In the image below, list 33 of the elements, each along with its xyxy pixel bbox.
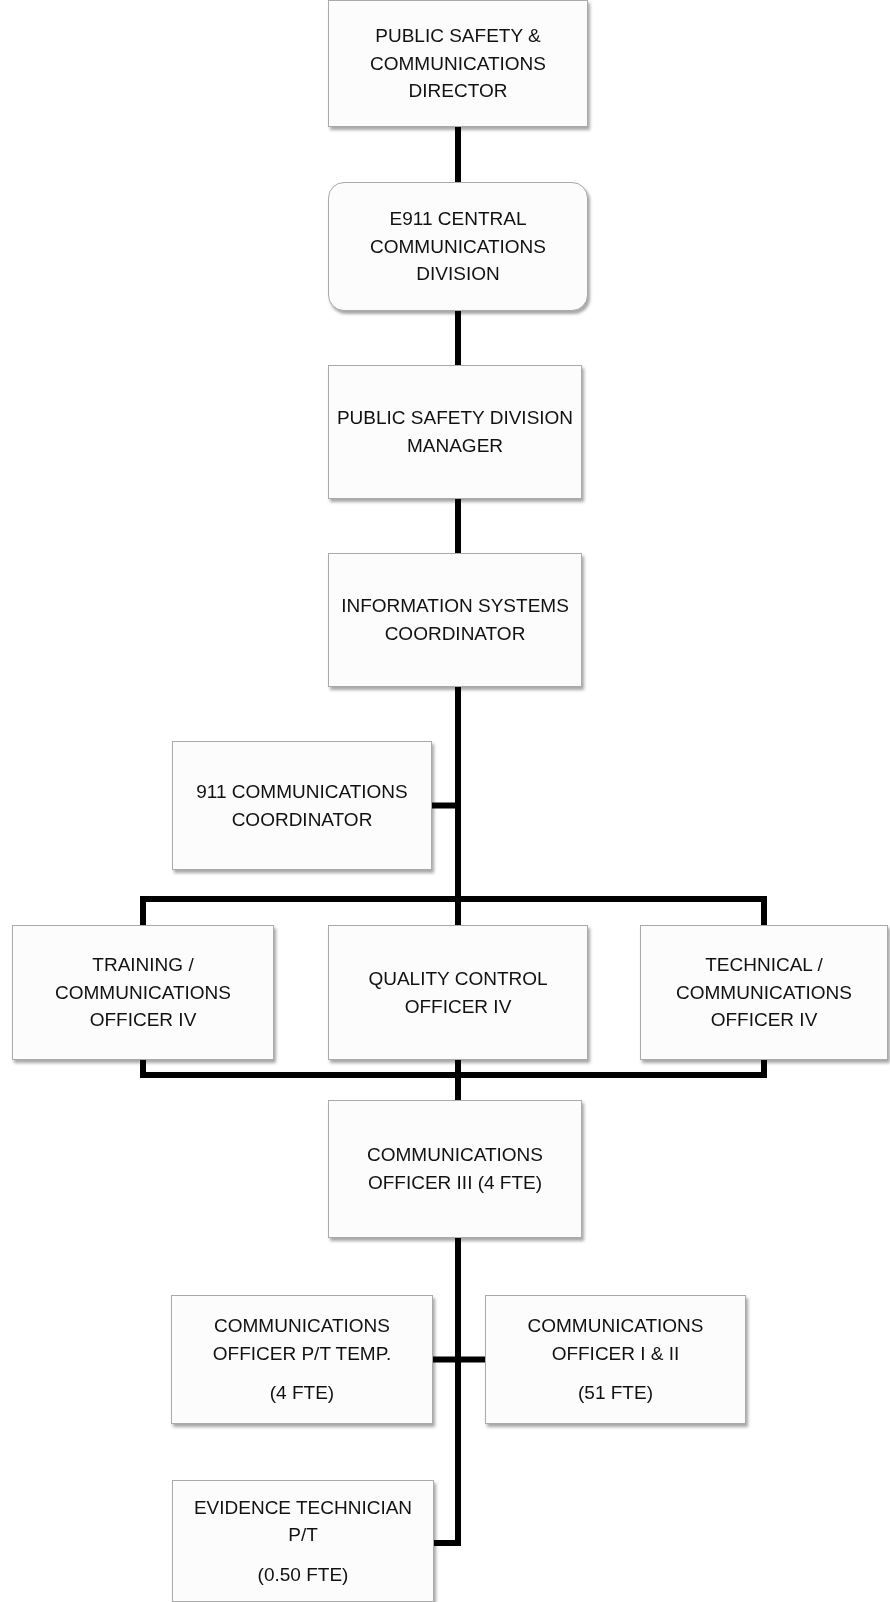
position-title: TECHNICAL / COMMUNICATIONS OFFICER IV [675, 953, 853, 1033]
position-box [172, 741, 432, 870]
position-title: TRAINING / COMMUNICATIONS OFFICER IV [54, 953, 232, 1033]
position-title: 911 COMMUNICATIONS COORDINATOR [195, 779, 409, 832]
connector-line [455, 687, 767, 925]
position-title: COMMUNICATIONS OFFICER I & II [526, 1314, 705, 1366]
position-box [171, 1295, 433, 1424]
position-title: INFORMATION SYSTEMS COORDINATOR [340, 594, 570, 646]
connector-line [455, 499, 461, 553]
position-box [328, 0, 588, 127]
connector-line [434, 1238, 461, 1546]
position-title: COMMUNICATIONS OFFICER III (4 FTE) [366, 1143, 544, 1195]
position-title: E911 CENTRAL COMMUNICATIONS DIVISION [369, 207, 547, 287]
position-title: COMMUNICATIONS OFFICER P/T TEMP. [211, 1314, 393, 1366]
position-title: EVIDENCE TECHNICIAN P/T [192, 1495, 414, 1548]
position-box [328, 925, 588, 1060]
position-title: (51 FTE) [578, 1381, 653, 1406]
connector-line [455, 1060, 767, 1100]
position-title: PUBLIC SAFETY DIVISION MANAGER [335, 406, 575, 458]
position-box [12, 925, 274, 1060]
position-box [328, 365, 582, 499]
position-box [328, 1100, 582, 1238]
position-title: (4 FTE) [269, 1381, 335, 1406]
division-box [328, 182, 588, 311]
position-title: PUBLIC SAFETY & COMMUNICATIONS DIRECTOR [369, 24, 547, 104]
position-title: QUALITY CONTROL OFFICER IV [367, 966, 549, 1019]
position-box [485, 1295, 746, 1424]
connector-line [455, 311, 461, 365]
position-box [328, 553, 582, 687]
position-title: (0.50 FTE) [257, 1562, 349, 1587]
connector-line [455, 127, 461, 182]
position-box [640, 925, 888, 1060]
position-box [172, 1480, 434, 1602]
